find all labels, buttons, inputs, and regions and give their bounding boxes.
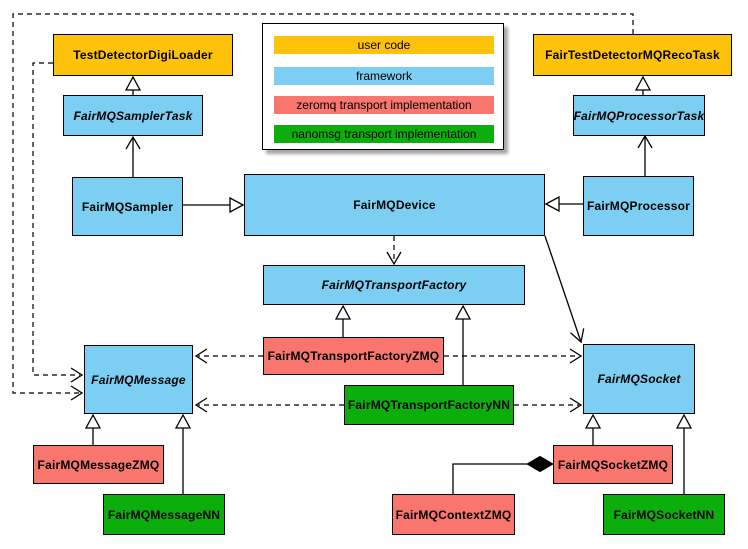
hollow-triangle-arrowhead [229,196,245,214]
edge-device-socket [544,235,582,343]
node-fairmq-socket: FairMQSocket [583,344,695,414]
node-fairmq-transport-factory-nn: FairMQTransportFactoryNN [344,385,514,425]
node-fairmq-message-zmq: FairMQMessageZMQ [33,445,164,484]
node-fairmq-processor-task: FairMQProcessorTask [573,95,705,136]
open-arrowhead [386,251,402,266]
node-fairmq-processor: FairMQProcessor [583,176,694,236]
legend-item-user-code: user code [274,36,494,54]
open-arrowhead [569,348,583,364]
node-fairmq-transport-factory-zmq: FairMQTransportFactoryZMQ [263,337,444,375]
legend-item-zeromq: zeromq transport implementation [274,96,494,114]
node-test-detector-digi-loader: TestDetectorDigiLoader [53,34,233,76]
hollow-triangle-arrowhead [584,413,602,429]
node-fairmq-sampler-task: FairMQSamplerTask [63,95,203,136]
open-arrowhead [194,348,208,364]
legend-item-framework: framework [274,67,494,85]
open-arrowhead [637,134,653,149]
open-arrowhead [570,328,585,344]
filled-diamond-arrowhead [525,455,555,473]
node-fairmq-transport-factory: FairMQTransportFactory [263,265,525,305]
open-arrowhead [70,367,84,383]
hollow-triangle-arrowhead [174,413,192,429]
node-fairmq-device: FairMQDevice [244,174,545,236]
open-arrowhead [125,135,141,150]
hollow-triangle-arrowhead [675,413,693,429]
hollow-triangle-arrowhead [124,75,142,91]
node-fairmq-socket-nn: FairMQSocketNN [603,494,725,535]
hollow-triangle-arrowhead [454,304,472,320]
open-arrowhead [569,397,583,413]
node-fairmq-message: FairMQMessage [84,345,193,414]
node-fairmq-message-nn: FairMQMessageNN [103,494,225,535]
hollow-triangle-arrowhead [84,413,102,429]
legend-item-nanomsg: nanomsg transport implementation [274,125,494,143]
hollow-triangle-arrowhead [544,195,560,213]
edge-contextzmq-socketzmq [452,463,527,494]
hollow-triangle-arrowhead [634,75,652,91]
node-fair-test-detector-mq-reco-task: FairTestDetectorMQRecoTask [533,34,732,76]
hollow-triangle-arrowhead [334,304,352,320]
node-fairmq-sampler: FairMQSampler [72,177,183,236]
node-fairmq-socket-zmq: FairMQSocketZMQ [553,445,673,484]
open-arrowhead [194,397,208,413]
legend: user code framework zeromq transport imp… [262,23,504,150]
node-fairmq-context-zmq: FairMQContextZMQ [392,494,515,535]
open-arrowhead [70,385,84,401]
